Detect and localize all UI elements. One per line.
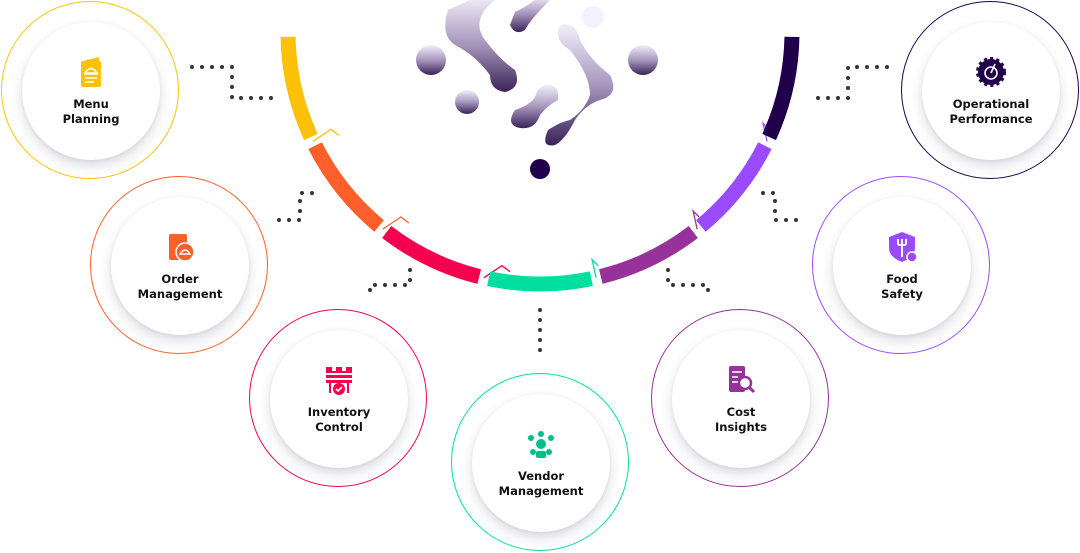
connector-menu (190, 65, 274, 100)
arc-segment-inventory (382, 225, 482, 284)
connector-order (276, 191, 314, 222)
node-vendor-management[interactable]: Vendor Management (451, 373, 629, 551)
node-order-management[interactable]: Order Management (90, 176, 268, 354)
clipboard-cloche-icon (169, 234, 195, 262)
arrow-icon (590, 257, 599, 278)
arc-segment-operational (762, 36, 800, 141)
gear-gauge-icon (976, 57, 1006, 87)
node-label: Operational (952, 97, 1030, 111)
node-label: Performance (949, 112, 1033, 126)
node-label: Inventory (307, 405, 371, 419)
node-label: Control (315, 420, 363, 434)
node-label: Safety (881, 287, 923, 301)
connector-food (761, 191, 802, 222)
node-cost-insights[interactable]: Cost Insights (651, 309, 829, 487)
node-menu-planning[interactable]: Menu Planning (1, 1, 179, 179)
report-magnifier-icon (729, 366, 756, 394)
arrow-icon (312, 128, 340, 142)
menu-card-icon (81, 57, 101, 87)
arc-segment-order (308, 142, 384, 232)
connector-inventory (368, 268, 412, 302)
warehouse-check-icon (326, 367, 352, 395)
node-inventory-control[interactable]: Inventory Control (249, 309, 427, 487)
node-label: Insights (714, 420, 767, 434)
arrow-icon (692, 208, 700, 230)
node-label: Vendor (517, 469, 565, 483)
node-label: Cost (726, 405, 756, 419)
arc-segment-vendor (487, 271, 593, 292)
arrow-icon (382, 216, 410, 230)
node-label: Management (498, 484, 584, 498)
shield-fork-icon (889, 232, 918, 263)
connector-operational (806, 65, 889, 100)
arc-segment-menu (280, 36, 318, 141)
node-label: Order (161, 272, 199, 286)
node-label: Food (886, 272, 918, 286)
vendor-network-icon (528, 431, 554, 458)
node-label: Management (137, 287, 223, 301)
arc-segment-food (696, 142, 772, 232)
logo-molecule (416, 0, 658, 179)
connector-cost (666, 268, 710, 302)
arc-segment-cost (598, 225, 698, 284)
node-label: Planning (62, 112, 120, 126)
node-label: Menu (73, 97, 109, 111)
node-food-safety[interactable]: Food Safety (812, 176, 990, 354)
node-operational-performance[interactable]: Operational Performance (901, 1, 1079, 179)
